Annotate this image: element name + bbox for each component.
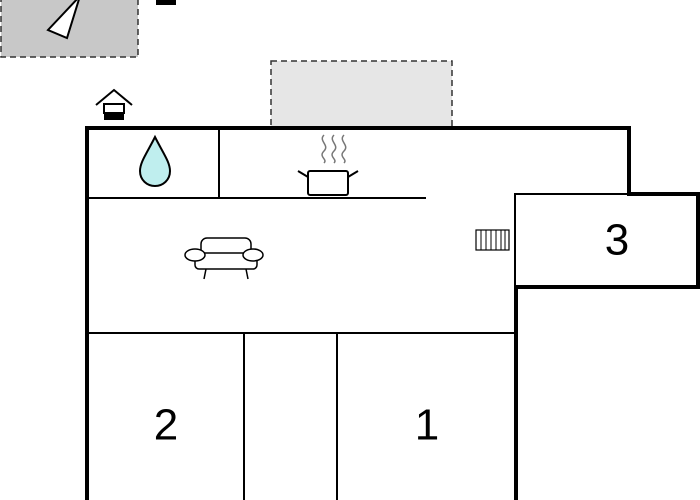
outer-walls: [85, 126, 700, 500]
terrace-area: [270, 60, 453, 128]
wall-room3: [514, 193, 629, 287]
north-marker: [156, 0, 176, 5]
water-drop-icon: [138, 134, 172, 188]
entrance-icon: [95, 88, 133, 120]
room-label-1: 1: [415, 401, 439, 450]
compass-tile: [0, 0, 139, 58]
room-label-2: 2: [154, 401, 178, 450]
compass-icon: [46, 0, 80, 40]
radiator-icon: [475, 229, 510, 251]
sofa-icon: [184, 237, 264, 280]
room-label-3: 3: [605, 216, 629, 265]
cooking-pot-icon: [297, 134, 359, 196]
